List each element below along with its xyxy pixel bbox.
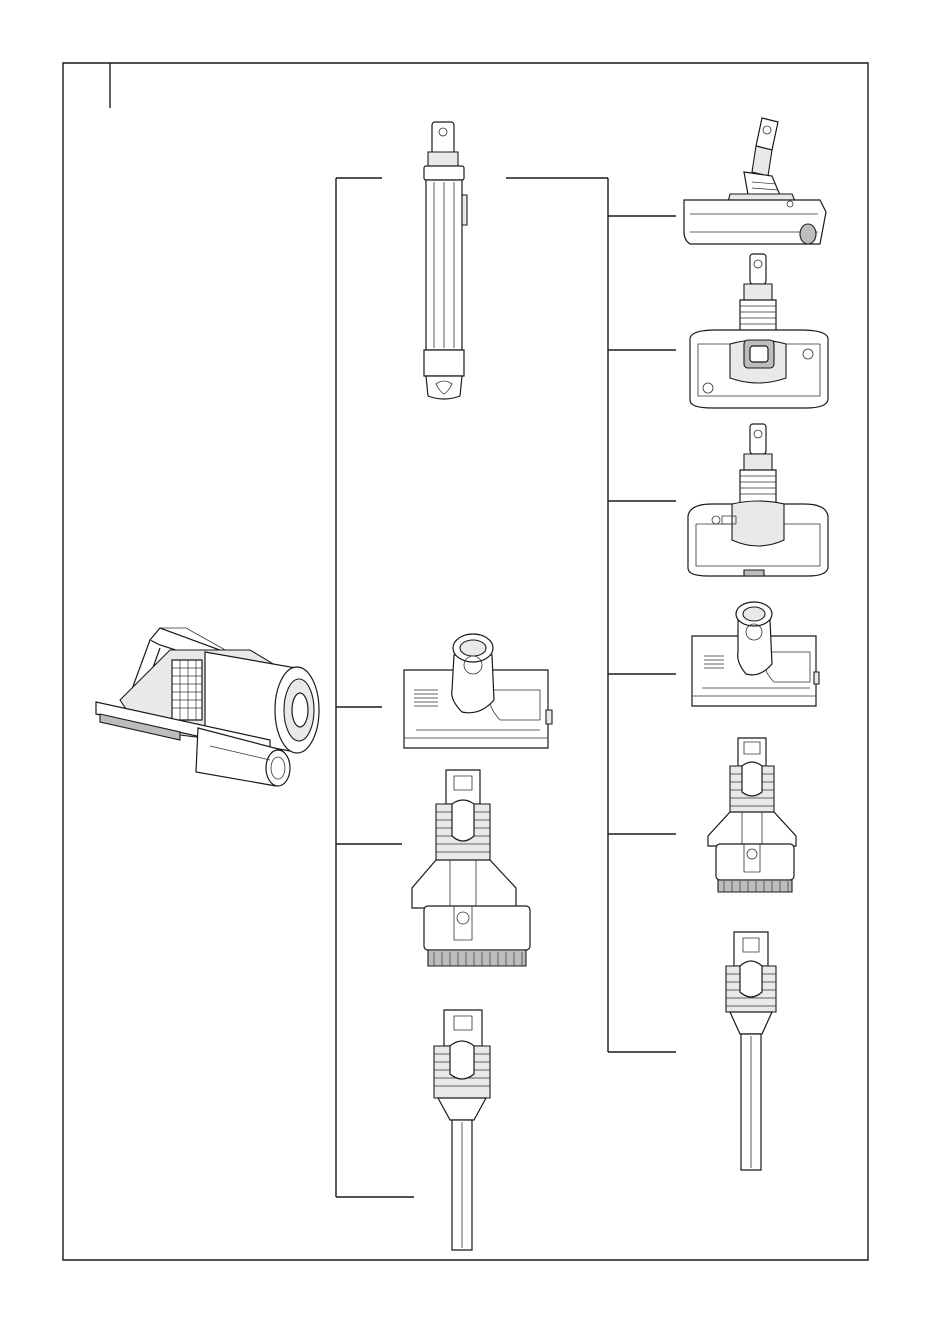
- mini-motorized-brush-icon: [404, 634, 552, 748]
- dusting-brush-icon: [412, 770, 530, 966]
- left-bracket: [336, 178, 414, 1197]
- right-bracket: [506, 178, 676, 1052]
- mini-motorized-brush-right-icon: [692, 602, 819, 706]
- extension-tube-icon: [424, 122, 467, 399]
- handheld-vacuum-icon: [96, 628, 319, 786]
- floor-brush-top-b-icon: [688, 424, 828, 576]
- dusting-brush-right-icon: [708, 738, 796, 892]
- crevice-tool-icon: [434, 1010, 490, 1250]
- crevice-tool-right-icon: [726, 932, 776, 1170]
- floor-brush-top-a-icon: [690, 254, 828, 408]
- floor-brush-icon: [684, 118, 826, 244]
